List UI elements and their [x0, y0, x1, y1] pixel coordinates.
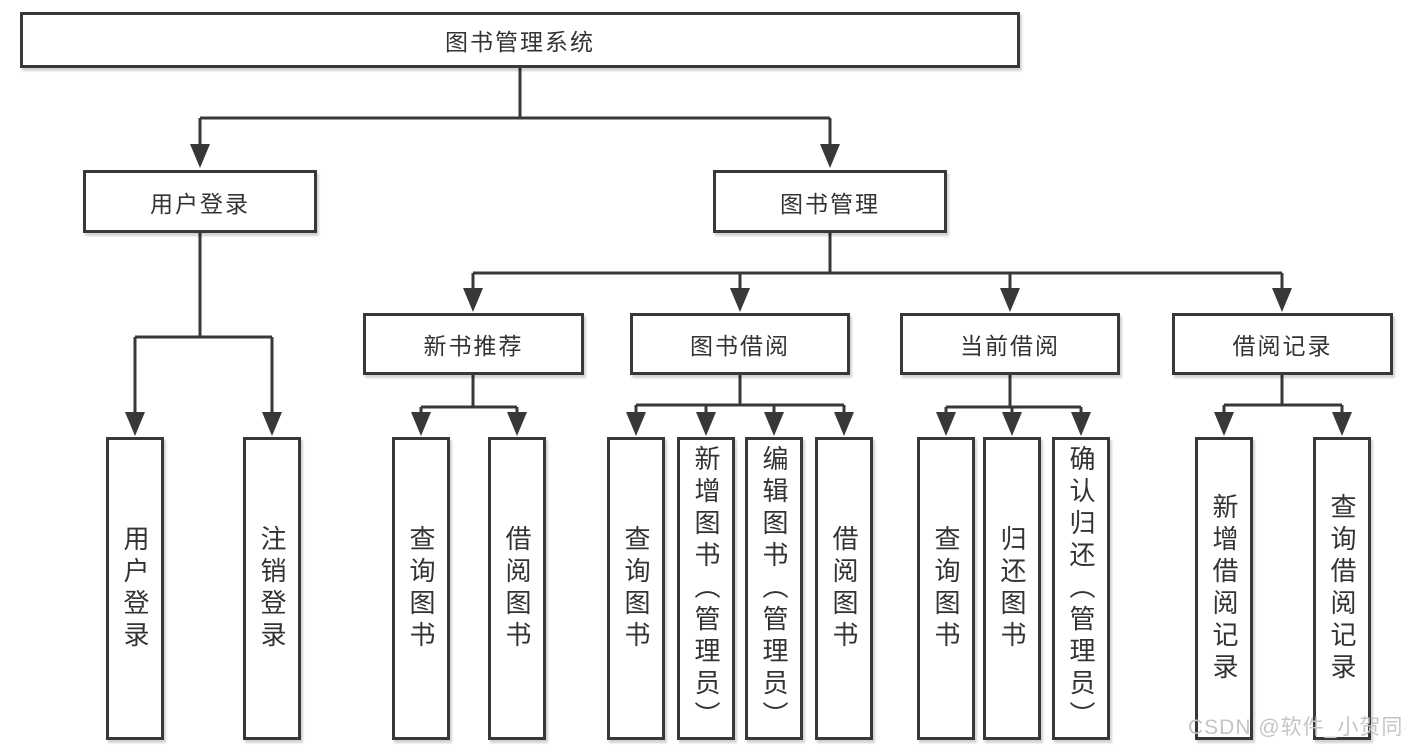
connector-new-books-to-leaves [419, 375, 519, 418]
arrow-down-icon [463, 288, 483, 312]
leaf-return-books: 归还图书 [983, 437, 1041, 740]
connector-root-to-level2 [198, 66, 832, 148]
arrowheads [125, 144, 1352, 436]
leaf-label: 用户登录 [120, 524, 150, 653]
node-book-management: 图书管理 [713, 170, 947, 233]
leaf-label: 注销登录 [257, 524, 287, 653]
leaf-confirm-return-admin: 确认归还（管理员） [1052, 437, 1110, 740]
arrow-down-icon [936, 412, 956, 436]
leaf-query-books-2: 查询图书 [607, 437, 665, 740]
arrow-down-icon [1332, 412, 1352, 436]
leaf-query-borrow-record: 查询借阅记录 [1313, 437, 1371, 740]
arrow-down-icon [1000, 288, 1020, 312]
leaf-borrow-books-1: 借阅图书 [488, 437, 546, 740]
arrow-down-icon [1071, 412, 1091, 436]
arrow-down-icon [764, 412, 784, 436]
arrow-down-icon [834, 412, 854, 436]
connector-book-mgmt-to-level3 [471, 232, 1284, 292]
root-label: 图书管理系统 [445, 29, 595, 55]
leaf-label: 确认归还（管理员） [1066, 444, 1096, 733]
node-root-system-title: 图书管理系统 [20, 12, 1020, 68]
node-new-book-recommend: 新书推荐 [363, 313, 584, 375]
leaf-label: 借阅图书 [502, 524, 532, 653]
arrow-down-icon [190, 144, 210, 168]
connector-book-borrow-to-leaves [634, 375, 846, 418]
arrow-down-icon [696, 412, 716, 436]
leaf-label: 新增借阅记录 [1209, 492, 1239, 685]
leaf-user-login: 用户登录 [106, 437, 164, 740]
connector-user-login-to-leaves [133, 233, 274, 418]
leaf-label: 查询借阅记录 [1327, 492, 1357, 685]
leaf-label: 编辑图书（管理员） [759, 444, 789, 733]
leaf-query-books-1: 查询图书 [392, 437, 450, 740]
arrow-down-icon [262, 412, 282, 436]
arrow-down-icon [1272, 288, 1292, 312]
node-label: 当前借阅 [960, 333, 1060, 359]
leaf-borrow-books-2: 借阅图书 [815, 437, 873, 740]
arrow-down-icon [730, 288, 750, 312]
node-label: 图书借阅 [690, 333, 790, 359]
leaf-logout: 注销登录 [243, 437, 301, 740]
arrow-down-icon [507, 412, 527, 436]
leaf-label: 归还图书 [997, 524, 1027, 653]
node-book-borrowing: 图书借阅 [630, 313, 850, 375]
arrow-down-icon [1002, 412, 1022, 436]
watermark: CSDN @软件_小贺同学 [1188, 716, 1405, 739]
arrow-down-icon [626, 412, 646, 436]
leaf-label: 新增图书（管理员） [691, 444, 721, 733]
leaf-label: 借阅图书 [829, 524, 859, 653]
node-label: 借阅记录 [1232, 333, 1333, 359]
leaf-add-books-admin: 新增图书（管理员） [677, 437, 735, 740]
node-label: 用户登录 [150, 190, 250, 217]
leaf-edit-books-admin: 编辑图书（管理员） [745, 437, 803, 740]
leaf-query-books-3: 查询图书 [917, 437, 975, 740]
connector-borrow-records-to-leaves [1222, 375, 1344, 418]
leaf-label: 查询图书 [931, 524, 961, 653]
leaf-add-borrow-record: 新增借阅记录 [1195, 437, 1253, 740]
node-label: 新书推荐 [423, 333, 524, 359]
leaf-label: 查询图书 [621, 524, 651, 653]
arrow-down-icon [820, 144, 840, 168]
node-label: 图书管理 [780, 190, 880, 217]
node-current-borrowing: 当前借阅 [900, 313, 1120, 375]
leaf-label: 查询图书 [406, 524, 436, 653]
arrow-down-icon [411, 412, 431, 436]
connector-current-borrow-to-leaves [944, 375, 1083, 418]
arrow-down-icon [1214, 412, 1234, 436]
node-borrowing-records: 借阅记录 [1172, 313, 1393, 375]
node-user-login: 用户登录 [83, 170, 317, 233]
arrow-down-icon [125, 412, 145, 436]
